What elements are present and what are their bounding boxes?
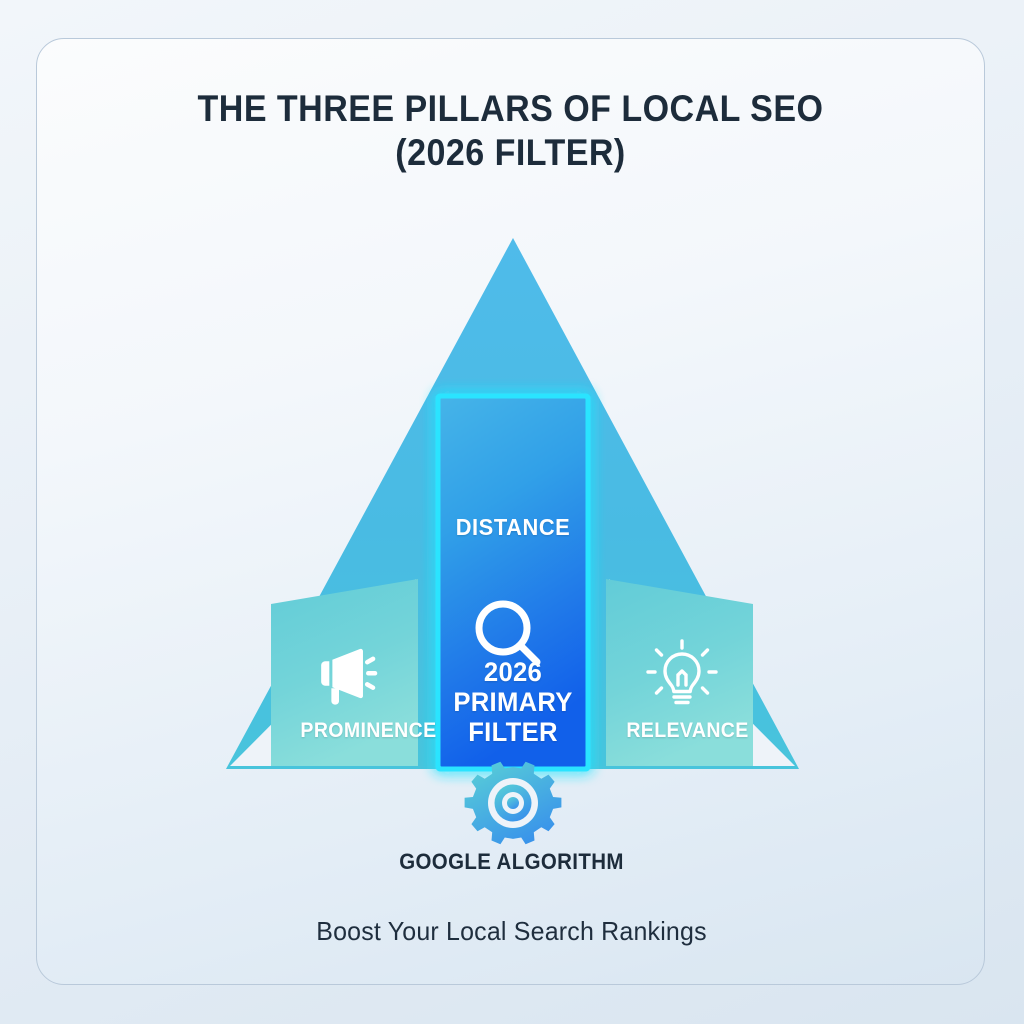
infographic-card: THE THREE PILLARS OF LOCAL SEO (2026 FIL…	[36, 38, 985, 985]
footer-tagline: Boost Your Local Search Rankings	[316, 916, 707, 946]
page-title: THE THREE PILLARS OF LOCAL SEO (2026 FIL…	[37, 87, 984, 175]
gear-icon	[464, 761, 562, 845]
title-line-1: THE THREE PILLARS OF LOCAL SEO	[197, 88, 824, 129]
primary-filter-word-primary: PRIMARY	[453, 687, 573, 717]
megaphone-icon	[321, 648, 378, 705]
pillar-label-relevance: RELEVANCE	[626, 719, 749, 742]
primary-filter-word-filter: FILTER	[468, 717, 558, 747]
lightbulb-icon	[646, 639, 718, 705]
pillar-label-prominence: PROMINENCE	[300, 719, 437, 742]
title-line-2: (2026 FILTER)	[395, 132, 626, 173]
magnifier-icon	[475, 600, 541, 666]
google-algorithm-label: GOOGLE ALGORITHM	[399, 849, 624, 874]
primary-filter-badge: 2026 PRIMARY FILTER	[442, 657, 585, 747]
pyramid-diagram	[37, 39, 986, 986]
pillar-label-distance: DISTANCE	[455, 514, 571, 540]
primary-filter-year: 2026	[483, 657, 543, 687]
